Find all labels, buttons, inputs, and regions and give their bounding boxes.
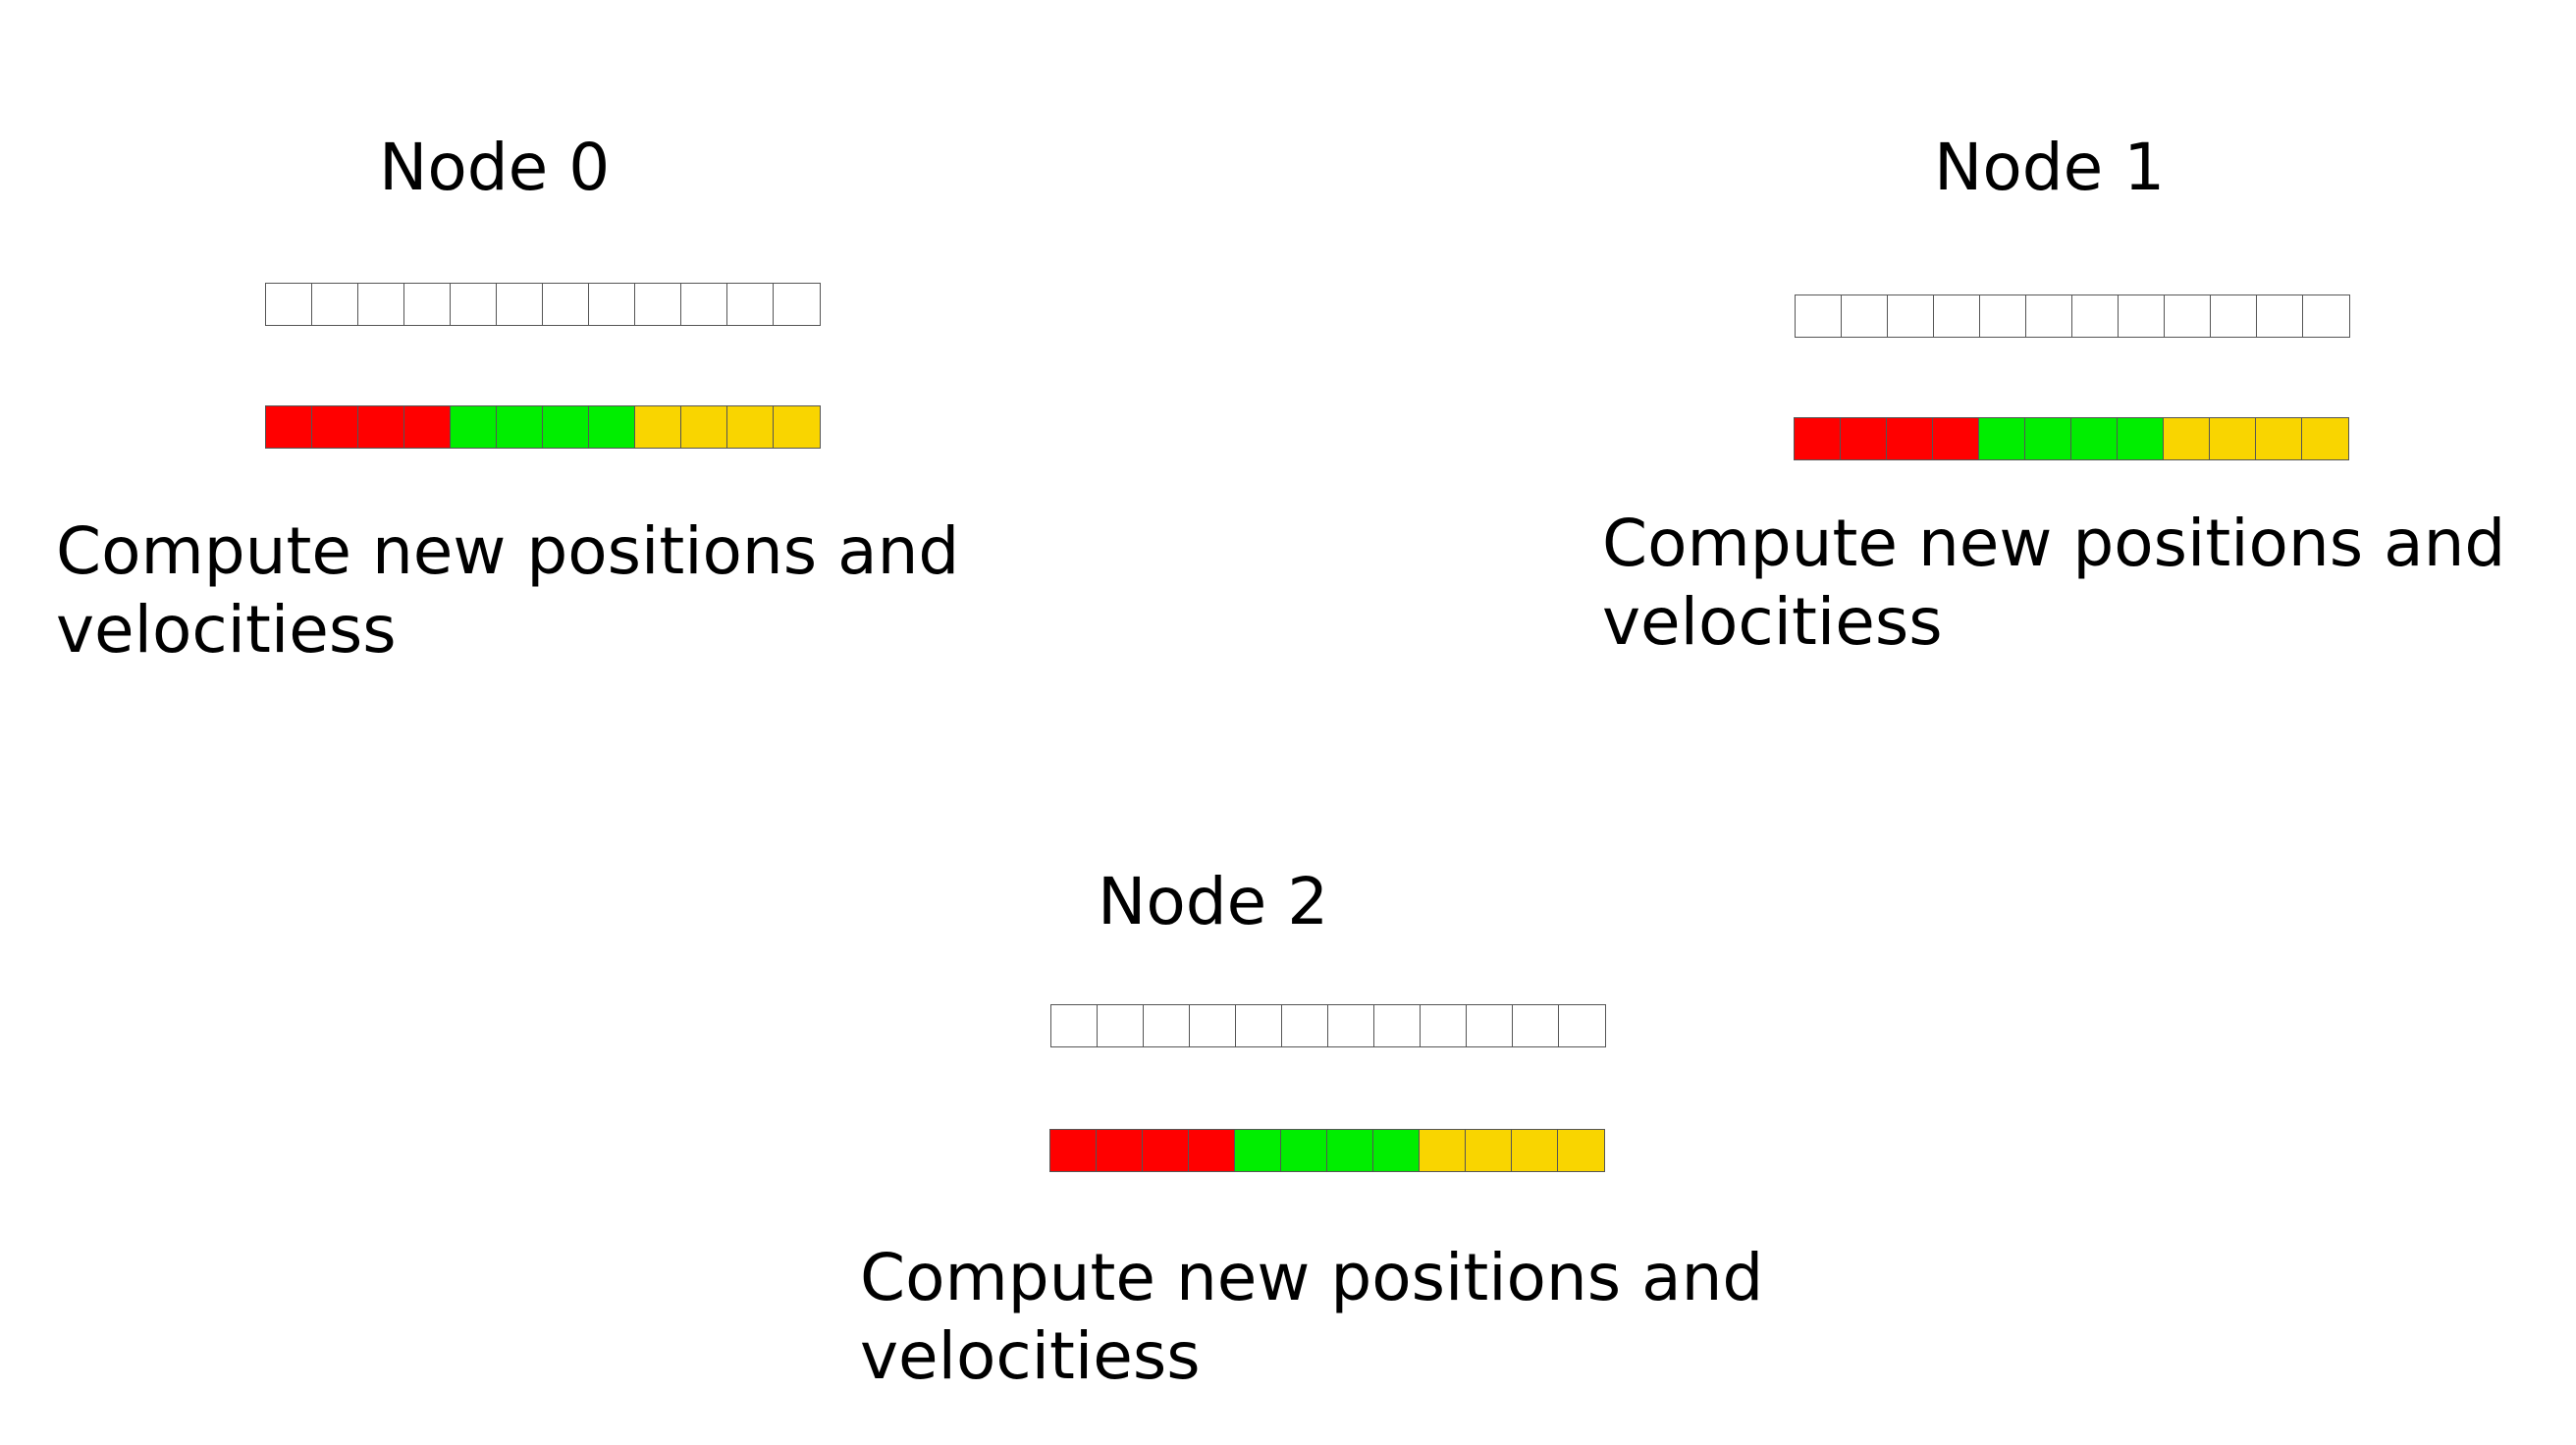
node-2-colored-array xyxy=(1049,1129,1605,1172)
green-cell xyxy=(2071,418,2118,459)
empty-cell xyxy=(1421,1005,1467,1046)
empty-cell xyxy=(2026,295,2072,337)
red-cell xyxy=(1097,1130,1143,1171)
green-cell xyxy=(2118,418,2164,459)
node-1-empty-array xyxy=(1795,294,2350,338)
yellow-cell xyxy=(1466,1130,1512,1171)
empty-cell xyxy=(774,284,820,325)
yellow-cell xyxy=(1512,1130,1558,1171)
empty-cell xyxy=(1236,1005,1282,1046)
red-cell xyxy=(404,406,451,448)
node-1-caption-line-2: velocitiess xyxy=(1602,584,1943,660)
yellow-cell xyxy=(2256,418,2302,459)
empty-cell xyxy=(543,284,589,325)
red-cell xyxy=(1887,418,1933,459)
red-cell xyxy=(358,406,404,448)
empty-cell xyxy=(2257,295,2303,337)
empty-cell xyxy=(312,284,358,325)
empty-cell xyxy=(358,284,404,325)
empty-cell xyxy=(1513,1005,1559,1046)
node-2-caption-line-1: Compute new positions and xyxy=(860,1240,1764,1315)
empty-cell xyxy=(589,284,635,325)
empty-cell xyxy=(2211,295,2257,337)
empty-cell xyxy=(266,284,312,325)
empty-cell xyxy=(1328,1005,1374,1046)
empty-cell xyxy=(1144,1005,1190,1046)
empty-cell xyxy=(404,284,451,325)
green-cell xyxy=(497,406,543,448)
empty-cell xyxy=(1051,1005,1098,1046)
empty-cell xyxy=(1796,295,1842,337)
green-cell xyxy=(589,406,635,448)
empty-cell xyxy=(1190,1005,1236,1046)
green-cell xyxy=(543,406,589,448)
empty-cell xyxy=(635,284,681,325)
empty-cell xyxy=(727,284,774,325)
node-0-caption-line-2: velocitiess xyxy=(56,592,397,668)
green-cell xyxy=(1235,1130,1281,1171)
node-0-empty-array xyxy=(265,283,821,326)
yellow-cell xyxy=(635,406,681,448)
empty-cell xyxy=(497,284,543,325)
green-cell xyxy=(451,406,497,448)
yellow-cell xyxy=(2164,418,2210,459)
empty-cell xyxy=(681,284,727,325)
empty-cell xyxy=(2303,295,2349,337)
yellow-cell xyxy=(1420,1130,1466,1171)
yellow-cell xyxy=(2210,418,2256,459)
node-0-colored-array xyxy=(265,405,821,449)
node-0-caption: Compute new positions and velocitiess xyxy=(56,512,959,669)
empty-cell xyxy=(2165,295,2211,337)
green-cell xyxy=(1327,1130,1373,1171)
green-cell xyxy=(1979,418,2025,459)
red-cell xyxy=(1795,418,1841,459)
red-cell xyxy=(266,406,312,448)
red-cell xyxy=(1050,1130,1097,1171)
node-0-caption-line-1: Compute new positions and xyxy=(56,513,960,589)
yellow-cell xyxy=(1558,1130,1604,1171)
empty-cell xyxy=(2072,295,2119,337)
node-2-caption-line-2: velocitiess xyxy=(860,1318,1201,1394)
node-2-title: Node 2 xyxy=(1098,864,1329,939)
yellow-cell xyxy=(727,406,774,448)
node-2-caption: Compute new positions and velocitiess xyxy=(860,1239,1763,1396)
yellow-cell xyxy=(774,406,820,448)
empty-cell xyxy=(1098,1005,1144,1046)
empty-cell xyxy=(1559,1005,1605,1046)
node-1-colored-array xyxy=(1794,417,2349,460)
green-cell xyxy=(1373,1130,1420,1171)
empty-cell xyxy=(1934,295,1980,337)
empty-cell xyxy=(1842,295,1888,337)
red-cell xyxy=(1143,1130,1189,1171)
node-1-title: Node 1 xyxy=(1934,130,2166,205)
empty-cell xyxy=(451,284,497,325)
red-cell xyxy=(312,406,358,448)
node-1-caption: Compute new positions and velocitiess xyxy=(1602,505,2505,662)
red-cell xyxy=(1933,418,1979,459)
empty-cell xyxy=(1888,295,1934,337)
green-cell xyxy=(2025,418,2071,459)
green-cell xyxy=(1281,1130,1327,1171)
node-1-caption-line-1: Compute new positions and xyxy=(1602,506,2506,581)
yellow-cell xyxy=(2302,418,2348,459)
empty-cell xyxy=(1282,1005,1328,1046)
empty-cell xyxy=(1980,295,2026,337)
node-2-empty-array xyxy=(1050,1004,1606,1047)
red-cell xyxy=(1189,1130,1235,1171)
red-cell xyxy=(1841,418,1887,459)
empty-cell xyxy=(1467,1005,1513,1046)
node-0-title: Node 0 xyxy=(379,130,611,205)
empty-cell xyxy=(2119,295,2165,337)
yellow-cell xyxy=(681,406,727,448)
empty-cell xyxy=(1374,1005,1421,1046)
